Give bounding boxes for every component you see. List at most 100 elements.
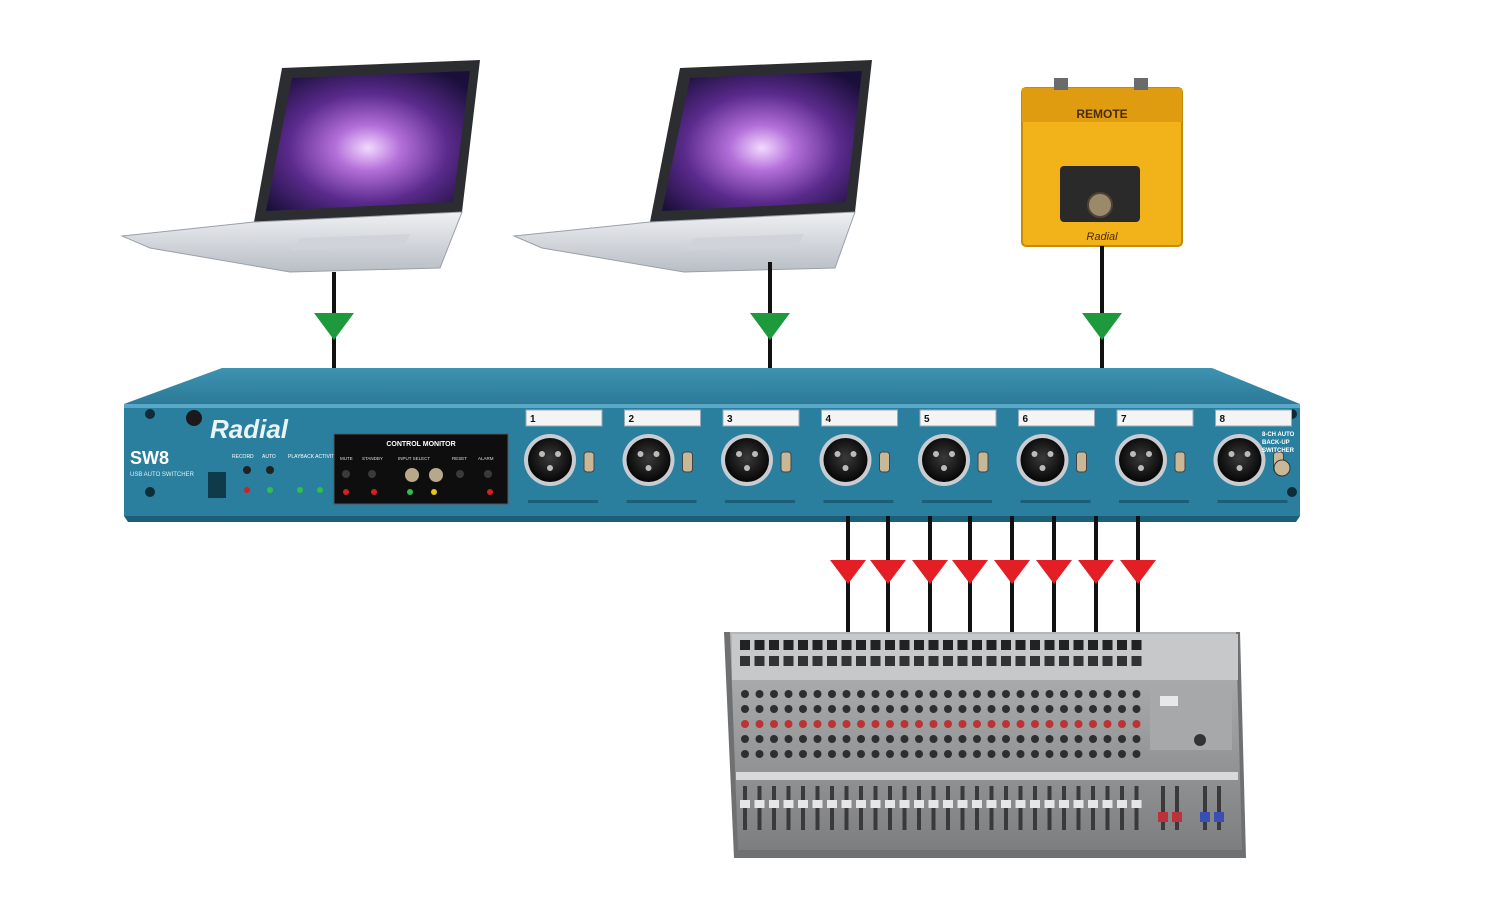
console-knob <box>784 735 793 743</box>
input-arrow-3 <box>1082 313 1122 340</box>
channel-label-strip <box>1116 409 1194 427</box>
console-knob <box>741 720 749 728</box>
console-knob <box>828 750 836 758</box>
console-input-jack <box>914 656 924 666</box>
auto-button[interactable] <box>266 466 274 474</box>
console-fader-cap <box>1117 800 1127 808</box>
channel-5: 5 <box>918 409 997 503</box>
console-knob <box>944 690 952 698</box>
console-knob <box>987 735 996 743</box>
console-knob <box>871 750 880 758</box>
console-knob <box>1089 735 1097 743</box>
console-knob <box>973 750 981 758</box>
label-playback-activity: PLAYBACK ACTIVITY <box>288 454 338 460</box>
console-input-jack <box>986 656 997 666</box>
console-master-fader <box>1172 786 1182 830</box>
console-master-fader <box>1200 786 1210 830</box>
channel-label-strip <box>821 409 898 427</box>
console-knob <box>886 705 894 713</box>
console-knob <box>944 720 952 728</box>
console-knob <box>1060 720 1068 728</box>
xlr-pin <box>653 451 660 457</box>
console-knob <box>1002 720 1010 728</box>
console-input-jack <box>1073 640 1084 650</box>
input-select-right-button[interactable] <box>429 468 443 482</box>
console-fader-cap <box>1001 800 1011 808</box>
console-knob <box>1074 705 1083 713</box>
console-knob <box>900 705 909 713</box>
console-knob <box>1045 705 1054 713</box>
console-strip <box>783 640 794 830</box>
console-knob <box>755 690 764 698</box>
standby-button[interactable] <box>368 470 376 478</box>
reset-button[interactable] <box>456 470 464 478</box>
record-button[interactable] <box>243 466 251 474</box>
console-knob <box>813 735 822 743</box>
console-knob <box>828 690 836 698</box>
console-fader-cap <box>1102 800 1113 808</box>
console-strip <box>957 640 968 830</box>
ground-lift-switch[interactable] <box>977 451 989 473</box>
console-strip <box>1131 640 1142 830</box>
console-knob <box>1045 750 1054 758</box>
console-knob <box>1089 690 1097 698</box>
console-fader-cap <box>1030 800 1040 808</box>
input-arrow-2 <box>750 313 790 340</box>
mute-led <box>343 489 349 495</box>
panel-label-mute: MUTE <box>340 456 353 461</box>
console-knob <box>755 720 764 728</box>
console-knob <box>900 750 909 758</box>
console-fader-cap <box>841 800 852 808</box>
console-knob <box>958 735 967 743</box>
console-knob <box>1045 735 1054 743</box>
console-knob <box>886 735 894 743</box>
console-knob <box>857 690 865 698</box>
console-input-jack <box>798 640 808 650</box>
console-knob <box>1060 735 1068 743</box>
console-input-jack <box>1073 656 1084 666</box>
console-knob <box>915 750 923 758</box>
xlr-pin <box>933 451 939 457</box>
output-arrow-5 <box>994 560 1030 584</box>
console-knob <box>799 720 807 728</box>
mute-button[interactable] <box>342 470 350 478</box>
ground-lift-switch[interactable] <box>780 451 792 473</box>
alarm-led <box>487 489 493 495</box>
console-knob <box>1089 705 1097 713</box>
xlr-socket-icon <box>626 438 671 482</box>
xlr-socket-icon <box>1119 438 1163 482</box>
console-knob <box>944 750 952 758</box>
xlr-socket-icon <box>1217 438 1262 482</box>
select-led-b <box>431 489 437 495</box>
ground-lift-switch[interactable] <box>1076 451 1087 473</box>
console-knob <box>958 690 967 698</box>
console-input-jack <box>885 656 895 666</box>
input-arrow-1 <box>314 313 354 340</box>
console-knob <box>1002 705 1010 713</box>
xlr-pin <box>645 465 652 471</box>
console-knob <box>929 720 938 728</box>
channel-number: 3 <box>727 414 733 425</box>
console-knob <box>1118 735 1126 743</box>
channel-number: 5 <box>924 414 930 425</box>
footswitch-remote: REMOTE Radial <box>1021 78 1183 247</box>
alarm-button[interactable] <box>484 470 492 478</box>
ground-lift-switch[interactable] <box>879 451 890 473</box>
console-input-jack <box>1015 640 1026 650</box>
console-knob <box>1060 705 1068 713</box>
console-input-jack <box>885 640 895 650</box>
xlr-pin <box>1047 451 1054 457</box>
console-knob <box>1060 690 1068 698</box>
ground-lift-switch[interactable] <box>682 451 693 473</box>
console-knob <box>784 720 793 728</box>
input-select-left-button[interactable] <box>405 468 419 482</box>
xlr-pin <box>752 451 758 457</box>
console-knob <box>1089 720 1097 728</box>
console-knob <box>1060 750 1068 758</box>
ground-lift-switch[interactable] <box>583 451 595 473</box>
console-input-jack <box>1117 656 1127 666</box>
console-knob <box>799 705 807 713</box>
right-knob-icon[interactable] <box>1273 459 1291 477</box>
ground-lift-switch[interactable] <box>1174 451 1186 473</box>
console-knob <box>987 750 996 758</box>
